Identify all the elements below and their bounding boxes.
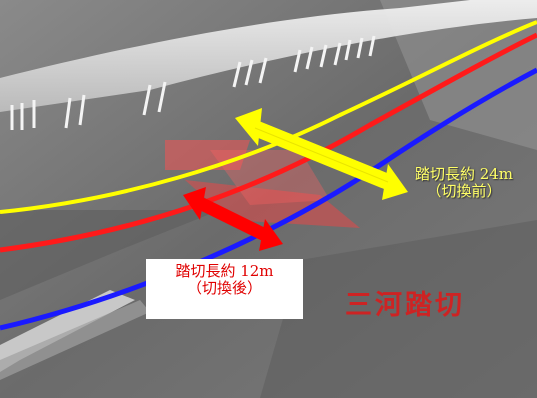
arrow-after [183, 187, 283, 251]
shadow-area [0, 210, 220, 300]
overpass-pillars [10, 35, 376, 130]
label-before-switch: 踏切長約 24m （切換前） [394, 165, 534, 201]
embankment-edge [0, 300, 150, 380]
crossing-name: 三河踏切 [345, 290, 465, 321]
label-before-length: 踏切長約 24m [414, 165, 514, 183]
track-red-line [0, 32, 537, 253]
track-after-line [0, 67, 537, 331]
label-after-note: （切換後） [186, 279, 262, 298]
overpass [0, 0, 537, 112]
field-area [260, 220, 537, 398]
track-before-line [0, 20, 537, 214]
label-after-switch: 踏切長約 12m （切換後） [146, 259, 303, 319]
arrow-before [235, 108, 408, 200]
label-before-note: （切換前） [426, 182, 502, 201]
label-after-length: 踏切長約 12m [175, 262, 274, 280]
